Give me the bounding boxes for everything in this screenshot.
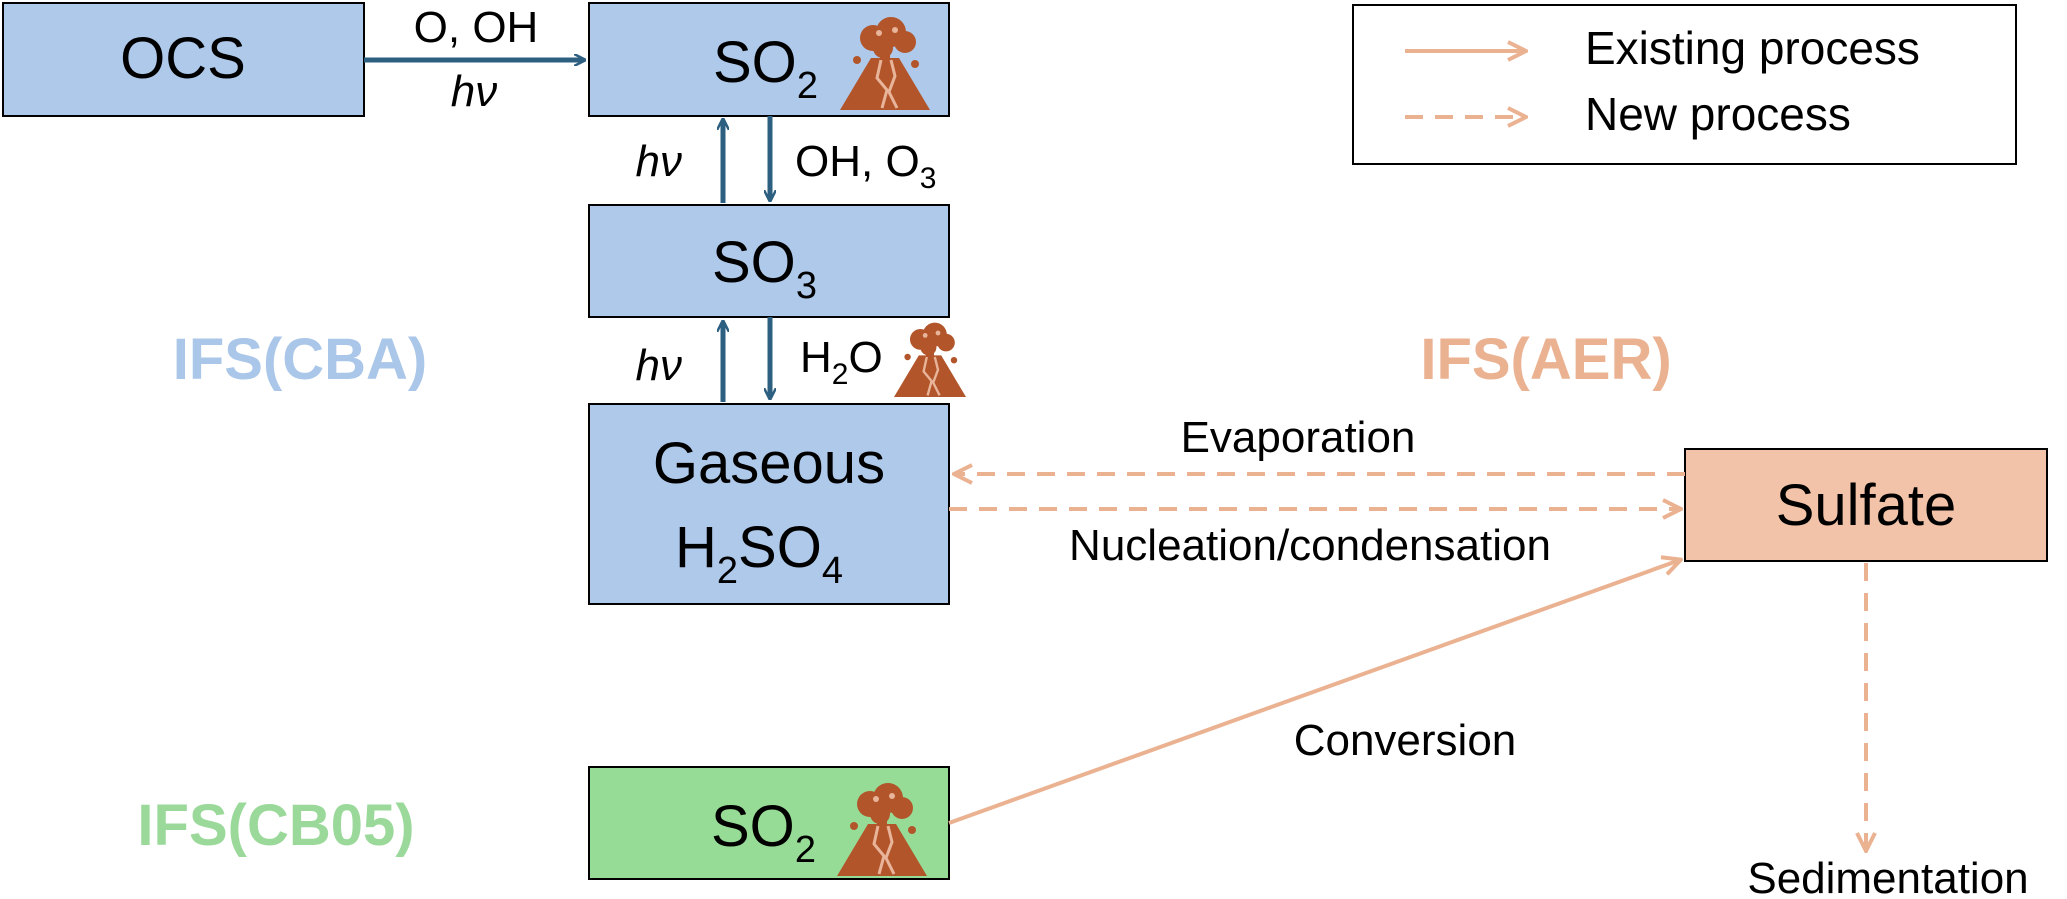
volcano-icon xyxy=(892,321,968,399)
svg-text:SO3: SO3 xyxy=(712,230,817,307)
label-sedimentation: Sedimentation xyxy=(1747,854,2028,899)
label-nucleation: Nucleation/condensation xyxy=(1069,521,1551,570)
h2so4-node: Gaseous H2SO4 xyxy=(588,403,950,605)
so2-bottom-node: SO2 xyxy=(588,766,950,880)
label-hv-ocs: hν xyxy=(451,67,497,116)
legend: Existing process New process xyxy=(1352,4,2017,165)
label-hv-so2-so3: hν xyxy=(636,137,682,186)
legend-existing-label: Existing process xyxy=(1585,22,1920,74)
so2-bottom-sub: 2 xyxy=(795,829,816,871)
h2so4-so: SO xyxy=(738,515,822,580)
label-h2o-o: O xyxy=(848,333,882,382)
arrow-conversion xyxy=(948,560,1680,825)
so3-sub: 3 xyxy=(796,265,817,307)
group-label-aer: IFS(AER) xyxy=(1420,327,1671,392)
so2-top-main: SO xyxy=(713,30,797,95)
ocs-node: OCS xyxy=(2,2,365,117)
group-label-cb05: IFS(CB05) xyxy=(137,793,414,858)
so3-node: SO3 xyxy=(588,204,950,318)
so3-main: SO xyxy=(712,230,796,295)
svg-text:H2SO4: H2SO4 xyxy=(675,515,843,592)
legend-box xyxy=(1352,4,2017,165)
h2so4-so-sub: 4 xyxy=(822,550,843,592)
sulfate-label: Sulfate xyxy=(1776,473,1957,538)
so2-top-node: SO2 xyxy=(588,2,950,117)
label-h2o-sub: 2 xyxy=(832,358,849,391)
sulfate-node: Sulfate xyxy=(1684,448,2048,562)
label-o-oh: O, OH xyxy=(414,3,539,52)
so2-top-sub: 2 xyxy=(797,65,818,107)
h2so4-h-sub: 2 xyxy=(717,550,738,592)
label-evaporation: Evaporation xyxy=(1181,413,1416,462)
svg-text:H2O: H2O xyxy=(800,333,883,391)
ocs-label: OCS xyxy=(120,26,246,91)
label-conversion: Conversion xyxy=(1294,716,1517,765)
group-label-cba: IFS(CBA) xyxy=(173,327,428,392)
label-oh-o3-sub: 3 xyxy=(920,162,937,195)
h2so4-h: H xyxy=(675,515,717,580)
label-oh-o3: OH, O xyxy=(795,137,920,186)
label-h2o-h: H xyxy=(800,333,832,382)
so2-bottom-main: SO xyxy=(711,794,795,859)
svg-text:SO2: SO2 xyxy=(711,794,816,871)
svg-text:SO2: SO2 xyxy=(713,30,818,107)
legend-new-label: New process xyxy=(1585,88,1851,140)
svg-text:OH, O3: OH, O3 xyxy=(795,137,936,195)
label-hv-so3-h2so4: hν xyxy=(636,341,682,390)
h2so4-line1: Gaseous xyxy=(653,431,885,496)
